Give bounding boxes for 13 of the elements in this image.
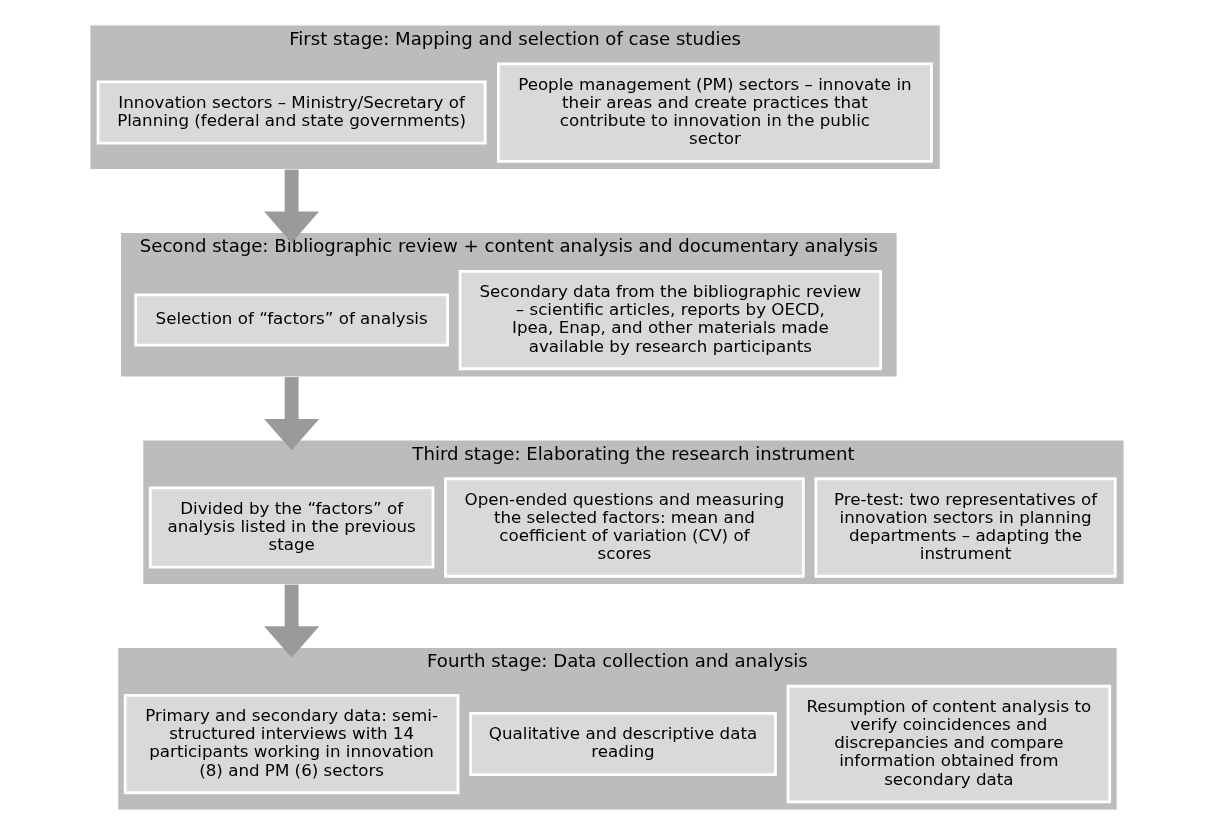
node-box: Pre-test: two representatives of innovation sectors in planning departments – adapting the instrument [814,477,1117,578]
node-box: Open-ended questions and measuring the selected factors: mean and coefficient of variation (CV) of scores [444,477,805,578]
node-box: Secondary data from the bibliographic review – scientific articles, reports by OECD, Ipea, Enap, and other materials made available by research participants [458,269,882,371]
node-box: Qualitative and descriptive data reading [469,712,777,777]
arrow [264,169,320,243]
node-box: Divided by the “factors” of analysis listed in the previous stage [148,486,435,569]
node-box: Innovation sectors – Ministry/Secretary of Planning (federal and state governments) [96,80,487,145]
node-box: Primary and secondary data: semi-structured interviews with 14 participants working in innovation (8) and PM (6) sectors [123,693,460,795]
node-box: People management (PM) sectors – innovate in their areas and create practices that contribute to innovation in the public sector [497,62,933,163]
arrow [264,584,320,658]
arrow [264,377,320,451]
node-box: Resumption of content analysis to verify coincidences and discrepancies and compare information obtained from secondary data [786,684,1112,804]
node-box: Selection of “factors” of analysis [134,293,449,347]
